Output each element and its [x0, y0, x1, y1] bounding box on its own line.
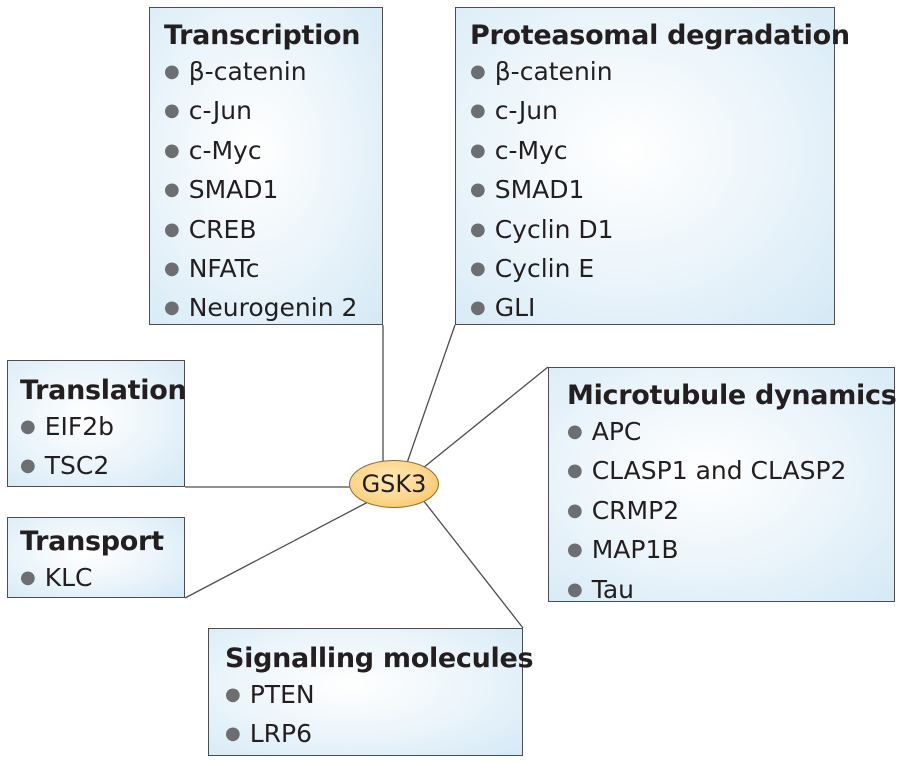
list-item: ●KLC: [20, 563, 93, 592]
bullet-icon: ●: [225, 723, 241, 745]
bullet-icon: ●: [567, 499, 583, 521]
bullet-icon: ●: [225, 684, 241, 705]
transport-box: Transport ●KLC: [7, 517, 185, 598]
box-title: Translation: [20, 375, 187, 406]
translation-box: Translation ●EIF2b ●TSC2: [7, 360, 187, 488]
list-item: ●APC: [567, 417, 642, 446]
connector-proteasomal: [406, 324, 456, 464]
connector-microtubule: [422, 366, 549, 469]
list-item: ●c-Myc: [164, 135, 262, 165]
bullet-icon: ●: [164, 179, 180, 201]
list-item: ●LRP6: [225, 719, 312, 749]
list-item: ●NFATc: [164, 254, 260, 284]
bullet-icon: ●: [470, 218, 486, 240]
bullet-icon: ●: [470, 61, 486, 82]
list-item: ●c-Jun: [164, 96, 252, 126]
bullet-icon: ●: [470, 258, 486, 280]
bullet-icon: ●: [164, 100, 180, 122]
bullet-icon: ●: [20, 416, 36, 437]
list-item: ●β-catenin: [164, 57, 307, 86]
item-list: ●EIF2b ●TSC2: [20, 409, 184, 488]
hub-label: GSK3: [361, 470, 427, 498]
list-item: ●Cyclin D1: [470, 214, 614, 244]
list-item: ●PTEN: [225, 680, 315, 709]
transcription-box: Transcription ●β-catenin ●c-Jun ●c-Myc ●…: [149, 7, 383, 325]
list-item: ●EIF2b: [20, 412, 115, 441]
bullet-icon: ●: [567, 539, 583, 561]
list-item: ●c-Jun: [470, 96, 558, 126]
box-title: Transport: [20, 526, 164, 557]
list-item: ●SMAD1: [470, 175, 585, 205]
connector-signalling: [422, 499, 524, 629]
bullet-icon: ●: [164, 258, 180, 280]
list-item: ●CRMP2: [567, 495, 680, 525]
bullet-icon: ●: [470, 179, 486, 201]
bullet-icon: ●: [470, 139, 486, 161]
list-item: ●Neurogenin 2: [164, 293, 358, 323]
item-list: ●β-catenin ●c-Jun ●c-Myc ●SMAD1 ●CREB ●N…: [164, 54, 382, 330]
list-item: ●SMAD1: [164, 175, 279, 205]
box-title: Microtubule dynamics: [567, 380, 897, 411]
item-list: ●PTEN ●LRP6: [225, 677, 522, 756]
list-item: ●c-Myc: [470, 135, 568, 165]
bullet-icon: ●: [470, 100, 486, 122]
list-item: ●β-catenin: [470, 57, 613, 86]
signalling-molecules-box: Signalling molecules ●PTEN ●LRP6: [208, 628, 534, 756]
proteasomal-degradation-box: Proteasomal degradation ●β-catenin ●c-Ju…: [455, 7, 850, 325]
bullet-icon: ●: [470, 297, 486, 319]
gsk3-hub-node: GSK3: [349, 460, 439, 508]
box-title: Transcription: [164, 20, 361, 51]
bullet-icon: ●: [567, 460, 583, 482]
list-item: ●CLASP1 and CLASP2: [567, 456, 847, 486]
microtubule-dynamics-box: Microtubule dynamics ●APC ●CLASP1 and CL…: [548, 367, 897, 604]
bullet-icon: ●: [20, 567, 36, 588]
list-item: ●TSC2: [20, 451, 110, 481]
connector-transport: [184, 501, 369, 599]
list-item: ●GLI: [470, 293, 536, 323]
bullet-icon: ●: [164, 297, 180, 319]
bullet-icon: ●: [567, 578, 583, 600]
item-list: ●β-catenin ●c-Jun ●c-Myc ●SMAD1 ●Cyclin …: [470, 54, 834, 330]
bullet-icon: ●: [164, 218, 180, 240]
bullet-icon: ●: [164, 139, 180, 161]
list-item: ●CREB: [164, 214, 257, 244]
box-title: Signalling molecules: [225, 643, 534, 674]
list-item: ●Cyclin E: [470, 254, 595, 284]
bullet-icon: ●: [567, 421, 583, 442]
list-item: ●Tau: [567, 574, 635, 604]
list-item: ●MAP1B: [567, 535, 679, 565]
item-list: ●APC ●CLASP1 and CLASP2 ●CRMP2 ●MAP1B ●T…: [567, 414, 894, 611]
box-title: Proteasomal degradation: [470, 20, 850, 51]
bullet-icon: ●: [164, 61, 180, 82]
item-list: ●KLC: [20, 560, 184, 599]
bullet-icon: ●: [20, 455, 36, 477]
